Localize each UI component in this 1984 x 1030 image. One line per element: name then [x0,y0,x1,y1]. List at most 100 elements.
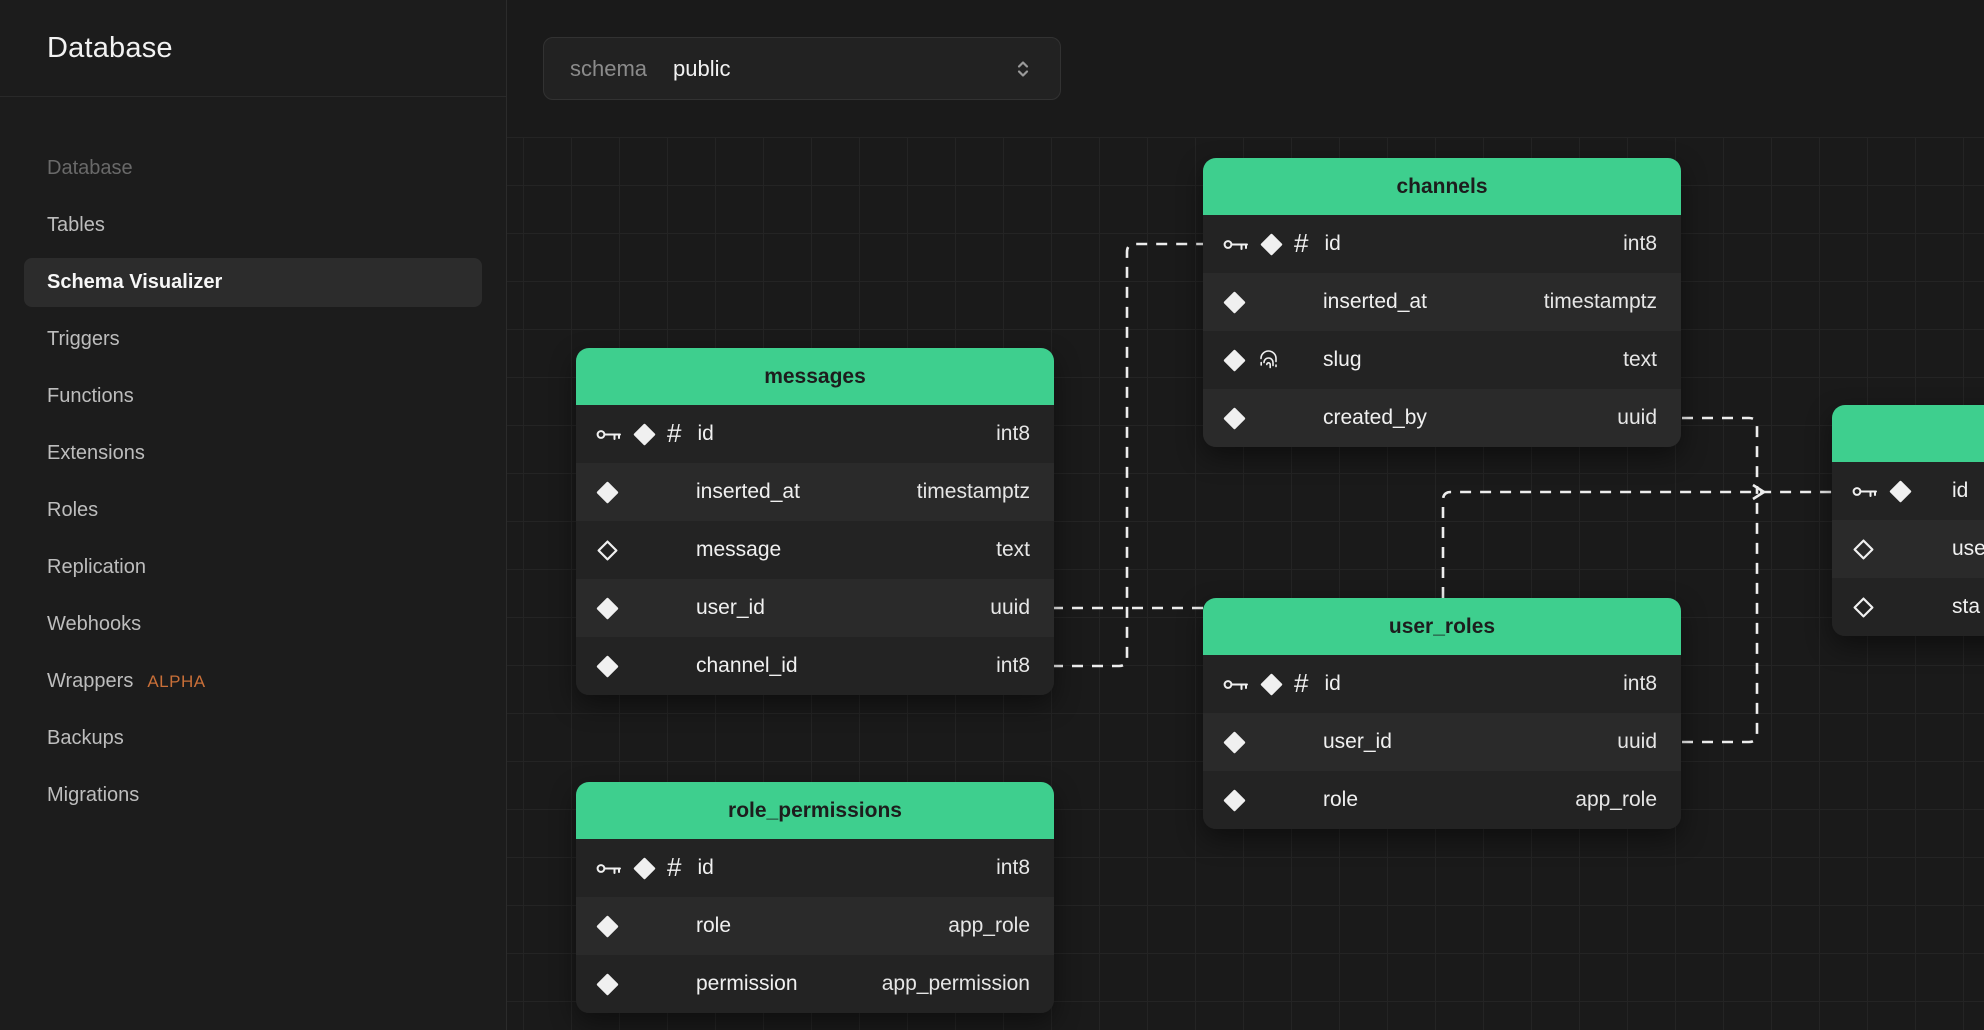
sidebar-header: Database [0,0,506,97]
page-title: Database [47,31,173,64]
identity-hash-icon: # [667,852,682,882]
sidebar-item-label: Backups [47,727,124,749]
sidebar-item-label: Webhooks [47,613,142,635]
column-name: channel_id [696,654,798,677]
table-header[interactable] [1832,405,1984,462]
table-row: id [1832,462,1984,520]
sidebar-item-webhooks[interactable]: Webhooks [0,596,506,653]
sidebar-item-database[interactable]: Database [0,140,506,197]
sidebar-item-schema-visualizer[interactable]: Schema Visualizer [24,258,482,307]
sidebar-item-replication[interactable]: Replication [0,539,506,596]
not-null-diamond-icon [1260,673,1283,695]
primary-key-icon [1852,486,1877,497]
column-type: uuid [1617,406,1657,429]
column-icons: # [596,420,681,446]
not-null-diamond-icon [1223,291,1246,313]
column-icons [596,655,680,678]
relationship-edge [1682,416,1759,492]
primary-key-icon [596,429,621,440]
nullable-diamond-icon [597,540,618,560]
column-name: inserted_at [1323,290,1427,313]
sidebar-item-extensions[interactable]: Extensions [0,425,506,482]
relationship-edge [1441,490,1832,598]
table-row: # id int8 [576,405,1054,463]
column-icons [596,973,680,996]
column-icons [1852,596,1936,619]
table-name: user_roles [1388,614,1496,638]
sidebar-item-label: Extensions [47,442,145,464]
column-icons [1223,407,1307,430]
table-row: user_id uuid [1203,713,1681,771]
column-type: int8 [1623,232,1657,255]
chevron-updown-icon [1017,60,1029,77]
nullable-diamond-icon [1853,597,1874,617]
column-name: id [697,422,714,445]
column-name: sta [1952,595,1981,618]
table-row: inserted_at timestamptz [576,463,1054,521]
column-icons [596,597,680,620]
table-header[interactable]: role_permissions [576,782,1054,839]
table-header[interactable]: user_roles [1203,598,1681,655]
table-node-user-roles[interactable]: user_roles # id int8 user_id uuid role a… [1203,598,1681,829]
table-name: channels [1396,174,1488,198]
table-row: created_by uuid [1203,389,1681,447]
column-type: text [996,538,1030,561]
column-name: permission [696,972,798,995]
schema-canvas[interactable]: messages # id int8 inserted_at timestamp… [507,0,1984,1030]
column-name: id [697,856,714,879]
sidebar-item-backups[interactable]: Backups [0,710,506,767]
table-row: # id int8 [1203,215,1681,273]
nullable-diamond-icon [1853,539,1874,559]
not-null-diamond-icon [596,655,619,677]
table-node-role-permissions[interactable]: role_permissions # id int8 role app_role… [576,782,1054,1013]
column-icons [596,915,680,938]
table-row: slug text [1203,331,1681,389]
table-row: # id int8 [1203,655,1681,713]
relationship-edge [1682,492,1759,744]
sidebar-item-label: Replication [47,556,146,578]
alpha-badge: ALPHA [147,671,206,691]
table-node-partial[interactable]: id use sta [1832,405,1984,636]
identity-hash-icon: # [1294,228,1309,258]
table-header[interactable]: channels [1203,158,1681,215]
sidebar-item-label: Migrations [47,784,140,806]
table-row: sta [1832,578,1984,636]
column-type: timestamptz [916,480,1030,503]
edge-junction-arrow-icon [1752,483,1766,501]
column-type: uuid [990,596,1030,619]
table-row: role app_role [576,897,1054,955]
sidebar-item-functions[interactable]: Functions [0,368,506,425]
table-row: permission app_permission [576,955,1054,1013]
sidebar-item-triggers[interactable]: Triggers [0,311,506,368]
not-null-diamond-icon [596,973,619,995]
column-icons [1223,349,1307,372]
column-icons [596,539,680,562]
column-icons [1223,789,1307,812]
primary-key-icon [1223,679,1248,690]
sidebar-item-migrations[interactable]: Migrations [0,767,506,824]
table-header[interactable]: messages [576,348,1054,405]
sidebar-item-roles[interactable]: Roles [0,482,506,539]
column-name: role [1323,788,1359,811]
column-name: inserted_at [696,480,800,503]
sidebar-item-label: Wrappers [47,670,134,692]
table-node-channels[interactable]: channels # id int8 inserted_at timestamp… [1203,158,1681,447]
not-null-diamond-icon [1260,233,1283,255]
column-type: text [1623,348,1657,371]
sidebar-item-tables[interactable]: Tables [0,197,506,254]
column-type: timestamptz [1543,290,1657,313]
not-null-diamond-icon [633,423,656,445]
column-type: int8 [996,422,1030,445]
column-name: id [1952,479,1969,502]
not-null-diamond-icon [1223,731,1246,753]
table-node-messages[interactable]: messages # id int8 inserted_at timestamp… [576,348,1054,695]
primary-key-icon [1223,239,1248,250]
schema-select[interactable]: schema public [543,37,1061,100]
schema-select-value: public [673,55,731,81]
column-type: app_permission [881,972,1030,995]
table-row: role app_role [1203,771,1681,829]
table-row: inserted_at timestamptz [1203,273,1681,331]
column-name: role [696,914,732,937]
column-name: created_by [1323,406,1427,429]
sidebar-item-wrappers[interactable]: Wrappers ALPHA [0,653,506,710]
